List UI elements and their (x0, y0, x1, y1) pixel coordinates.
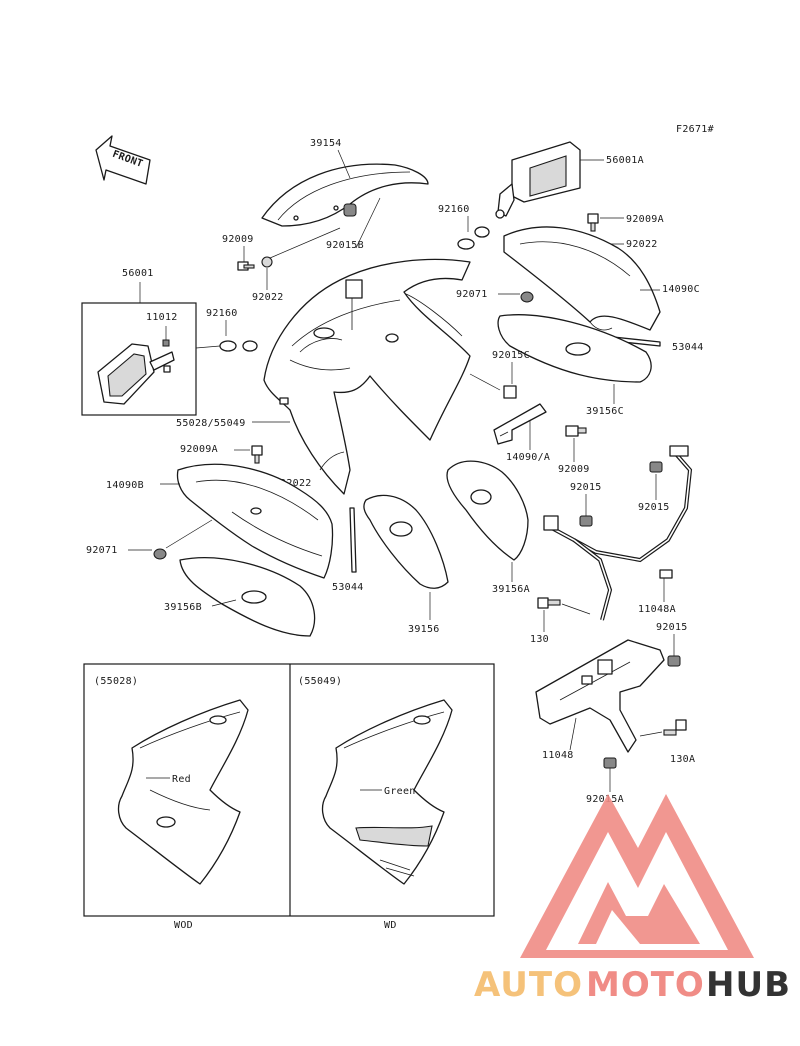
label-92160-top: 92160 (438, 204, 470, 215)
nut-92071-top (520, 291, 534, 303)
label-56001a: 56001A (606, 155, 644, 166)
label-14090c: 14090C (662, 284, 700, 295)
label-14090a: 14090/A (506, 452, 550, 463)
windscreen-39154 (261, 163, 429, 227)
variant-right-color: Green (384, 786, 416, 797)
label-92015c: 92015C (492, 350, 530, 361)
label-39154: 39154 (310, 138, 342, 149)
rubber-92160-left (219, 340, 258, 352)
label-39156c: 39156C (586, 406, 624, 417)
nut-92015-c (667, 655, 681, 667)
pad-39156a (446, 460, 529, 561)
nut-92015-b (649, 461, 663, 473)
label-56001: 56001 (122, 268, 154, 279)
label-11048a: 11048A (638, 604, 676, 615)
rod-53044-bottom (349, 507, 357, 573)
label-14090b: 14090B (106, 480, 144, 491)
bolt-130 (537, 597, 561, 609)
label-92071-left: 92071 (86, 545, 118, 556)
label-53044-top: 53044 (672, 342, 704, 353)
label-39156: 39156 (408, 624, 440, 635)
nut-box (163, 365, 171, 373)
nut-92071-left (153, 548, 167, 560)
automotohub-logo (520, 794, 754, 958)
label-55028-55049: 55028/55049 (176, 418, 246, 429)
label-92009a-top: 92009A (626, 214, 664, 225)
label-92015-a: 92015 (570, 482, 602, 493)
label-39156b: 39156B (164, 602, 202, 613)
nut-92015-a (579, 515, 593, 527)
label-92009a-left: 92009A (180, 444, 218, 455)
inner-panel-14090b (176, 463, 334, 579)
label-92015-c: 92015 (656, 622, 688, 633)
label-11012: 11012 (146, 312, 178, 323)
pad-39156c (497, 314, 652, 383)
label-92009-mid: 92009 (558, 464, 590, 475)
label-92160-left: 92160 (206, 308, 238, 319)
label-92022-left: 92022 (252, 292, 284, 303)
variant-left-caption: WOD (174, 920, 193, 931)
watermark-moto: MOTO (586, 965, 705, 1005)
side-cowl-green (321, 699, 453, 885)
screw-92009a-top (587, 213, 599, 232)
front-arrow: FRONT (95, 135, 151, 185)
side-cowl-red (117, 699, 249, 885)
bolt-130a (663, 719, 687, 736)
clip-92015c (503, 385, 517, 399)
watermark-hub: HUB (706, 965, 791, 1005)
bracket-11048 (535, 639, 665, 753)
stay-11048a (543, 445, 693, 621)
pad-39156 (363, 494, 449, 589)
nut-92015a (603, 757, 617, 769)
screw-92009a-left (251, 445, 263, 464)
label-92015-b: 92015 (638, 502, 670, 513)
variant-right-code: (55049) (298, 676, 342, 687)
label-92022-top: 92022 (626, 239, 658, 250)
figure-code: F2671# (676, 124, 714, 135)
upper-cowl-55028-55049 (263, 258, 471, 495)
washer-92022-left (261, 256, 273, 268)
rubber-92160-top (457, 226, 490, 250)
pad-39156b (179, 557, 316, 637)
stay-14090a (493, 403, 547, 445)
label-92071-top: 92071 (456, 289, 488, 300)
grommet-92015b (343, 203, 357, 217)
variant-right-caption: WD (384, 920, 397, 931)
label-92022-mid: 92022 (280, 478, 312, 489)
label-130a: 130A (670, 754, 695, 765)
bolt-11012 (162, 339, 170, 347)
variant-left-color: Red (172, 774, 191, 785)
label-11048: 11048 (542, 750, 574, 761)
variant-left-code: (55028) (94, 676, 138, 687)
mirror-56001 (97, 343, 175, 405)
variant-frame (83, 663, 495, 917)
label-53044-bottom: 53044 (332, 582, 364, 593)
watermark-auto: AUTO (474, 965, 583, 1005)
label-92009: 92009 (222, 234, 254, 245)
mirror-56001a (495, 141, 581, 219)
label-39156a: 39156A (492, 584, 530, 595)
label-92015a: 92015A (586, 794, 624, 805)
inner-panel-14090c (503, 226, 661, 331)
mirror-box-56001 (81, 302, 197, 416)
screw-92009 (237, 261, 255, 271)
bolt-92009-mid (565, 425, 587, 437)
label-92015b: 92015B (326, 240, 364, 251)
label-130: 130 (530, 634, 549, 645)
